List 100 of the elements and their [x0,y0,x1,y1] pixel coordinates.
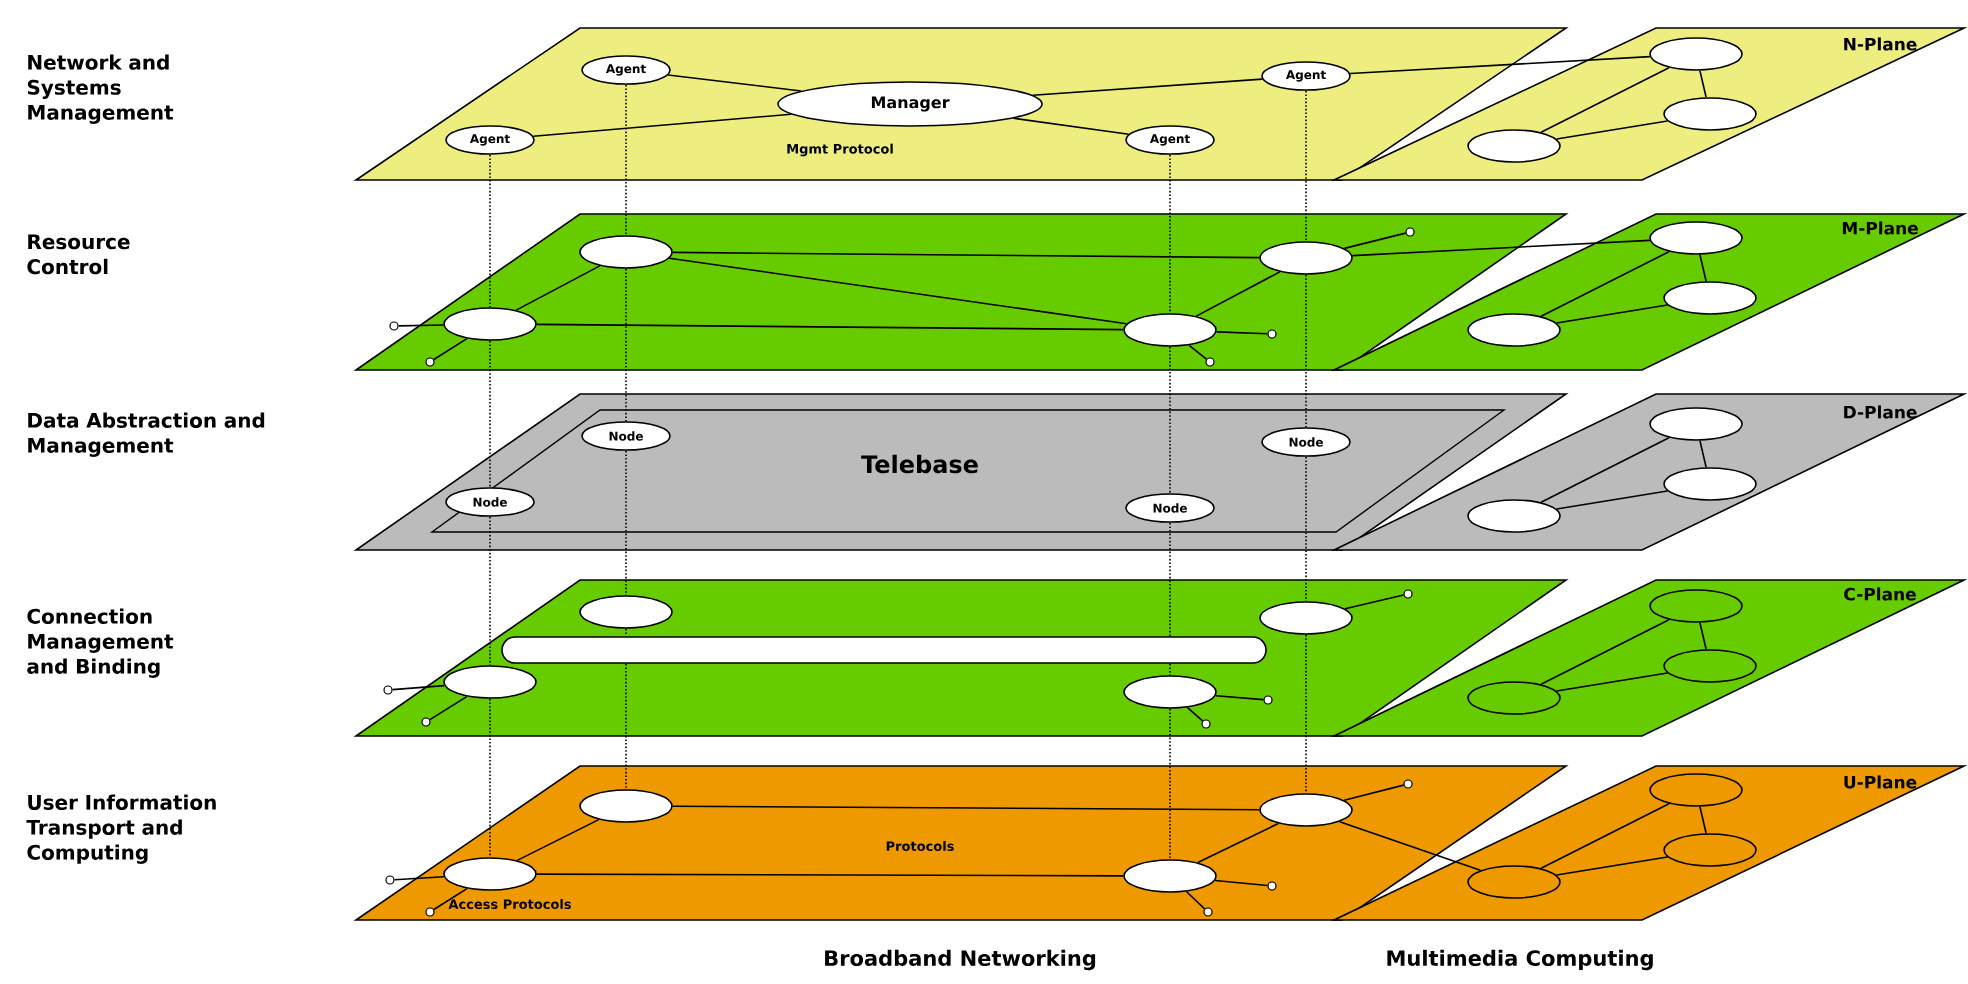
connector-line [1349,55,1651,75]
connector-line [1343,232,1407,250]
ellipse-node [1663,281,1757,315]
connector-line [433,337,468,361]
connector-line [1540,618,1670,686]
ellipse-node [443,857,537,891]
connector-line [536,873,1124,877]
connector-line [672,805,1260,811]
connector-line [532,113,792,138]
dotted-link [625,84,627,236]
connector-line [397,324,445,327]
connector-line [1555,672,1669,692]
node-label: M-Plane [1842,221,1918,235]
ellipse-node [1123,675,1217,709]
ellipse-node [1259,601,1353,635]
connector-line [429,695,468,721]
ellipse-node [1649,221,1743,255]
dotted-link [1305,274,1307,428]
node-label: N-Plane [1844,37,1917,51]
ellipse-node [443,307,537,341]
connector-line [1699,253,1707,283]
column-label: Broadband Networking [825,949,1096,971]
ellipse-node [1467,681,1561,715]
connector-line [1344,594,1405,610]
dotted-link [489,340,491,488]
row-label: Connection Management and Binding [27,608,174,678]
dotted-link [1305,90,1307,242]
ellipse-node [1467,129,1561,163]
connector-line [1555,856,1669,876]
node-label: D-Plane [1844,405,1917,419]
dotted-link [1169,522,1171,637]
connector-line [667,74,802,92]
connector-line [1555,304,1669,324]
connector-line [1338,820,1482,872]
ellipse-node [1649,773,1743,807]
connector-line [1540,66,1670,134]
connector-line [1540,250,1670,318]
dotted-link [1305,456,1307,602]
connector-line [1012,117,1130,136]
ellipse-node [579,595,673,629]
ellipse-node [1663,833,1757,867]
connector-line [672,251,1261,259]
node-label: C-Plane [1844,587,1916,601]
connector-line [1699,805,1707,835]
connector-line [1540,802,1670,870]
ellipse-node [579,235,673,269]
dotted-link [1305,634,1307,794]
connector-line [536,323,1125,331]
connector-line [433,887,468,911]
column-label: Multimedia Computing [1387,949,1653,971]
ellipse-node [1123,313,1217,347]
ellipse-node [579,789,673,823]
ellipse-node [1649,407,1743,441]
connector-line [668,257,1128,325]
ellipse-node [1663,97,1757,131]
connector-line [1699,69,1707,99]
connector-line [1185,890,1206,910]
ellipse-node [1663,467,1757,501]
ellipse-node [1663,649,1757,683]
connector-line [393,876,445,881]
ellipse-node [1649,37,1743,71]
connector-line [1540,436,1670,504]
connector-line [1555,490,1669,510]
row-label: User Information Transport and Computing [26,794,216,864]
ellipse-node [1467,499,1561,533]
ellipse-node [443,665,537,699]
connector-line [1699,439,1707,469]
dotted-link [1169,346,1171,494]
connector-line [1555,120,1669,140]
connector-line [1214,879,1269,887]
dotted-link [1169,154,1171,314]
connector-line [516,818,600,862]
ellipse-node [1467,865,1561,899]
connector-line [1195,271,1281,317]
dotted-link [625,268,627,422]
ellipse-node [1467,313,1561,347]
dotted-link [1169,708,1171,860]
connector-line [1186,706,1204,722]
row-label: Resource Control [27,234,130,275]
connector-line [391,684,446,691]
connector-line [1188,344,1208,360]
node-label: U-Plane [1844,775,1917,789]
ellipse-node [1259,793,1353,827]
connector-line [1215,331,1269,335]
connector-line [515,265,601,311]
row-label: Data Abstraction and Management [28,412,265,457]
connector-line [1214,694,1265,701]
dotted-link [489,154,491,308]
dotted-link [625,450,627,596]
dotted-link [625,663,627,790]
connector-line [1351,239,1651,257]
ellipse-node [1259,241,1353,275]
ellipse-node [1649,589,1743,623]
dotted-link [1169,663,1171,676]
ellipse-node [1123,859,1217,893]
connector-line [1699,621,1707,651]
dotted-link [625,628,627,637]
dotted-link [489,698,491,858]
row-label: Network and Systems Management [27,54,174,124]
connector-line [1032,78,1263,97]
